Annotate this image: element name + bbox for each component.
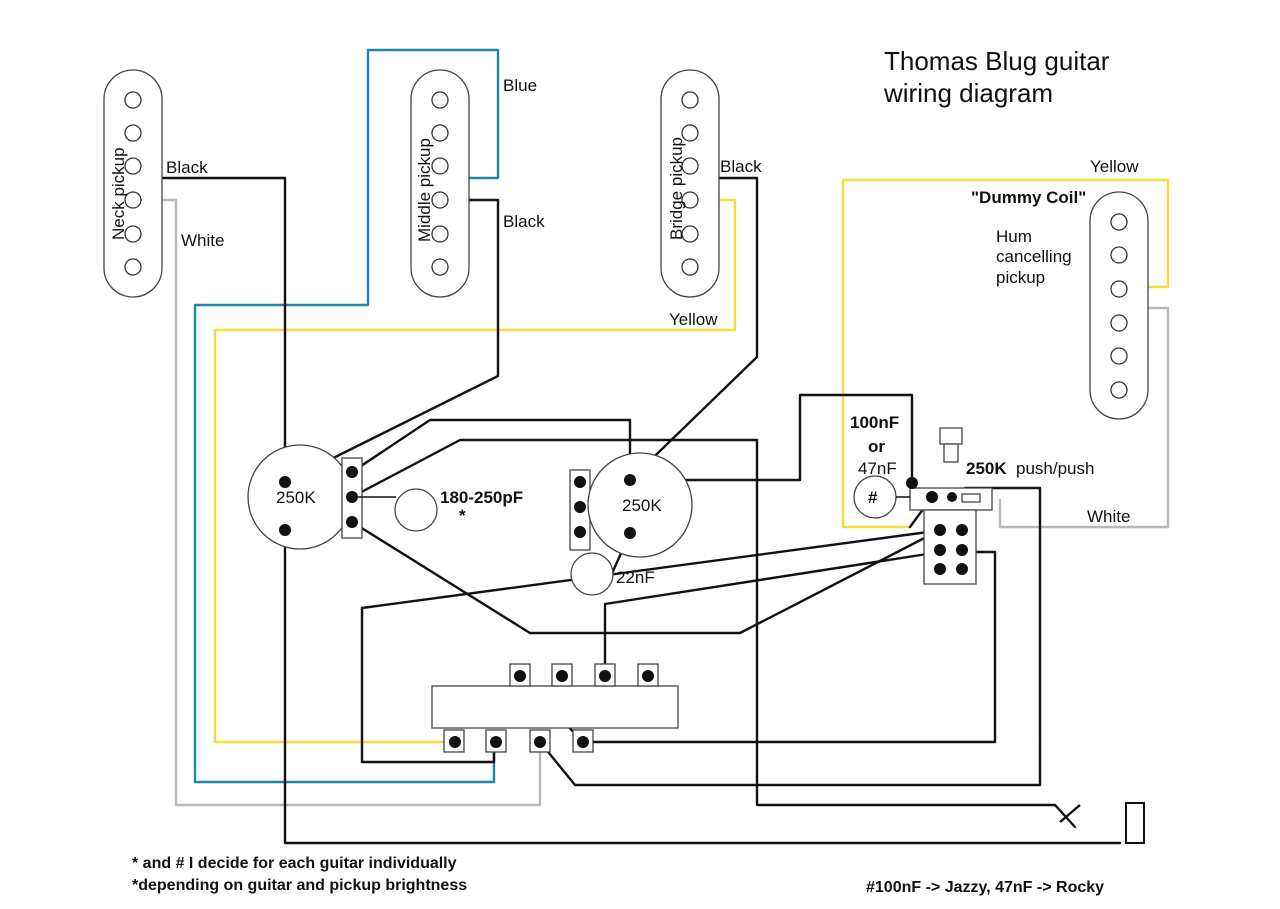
dummy-desc-line-2: cancelling <box>996 247 1072 266</box>
pushpot-desc: push/push <box>1016 459 1094 478</box>
dummy-coil-title: "Dummy Coil" <box>971 188 1086 207</box>
dummy-capacitor: # 100nF or 47nF <box>850 413 910 519</box>
dummy-desc-line-1: Hum <box>996 227 1032 246</box>
dummy-yellow-wire <box>841 178 1170 529</box>
bridge-pickup-label: Bridge pickup <box>667 137 686 240</box>
dummy-cap-value2: 47nF <box>858 459 897 478</box>
middle-blue-label: Blue <box>503 76 537 95</box>
tone-pot-value: 250K <box>622 496 662 515</box>
five-way-switch <box>431 663 679 753</box>
dummy-white-label: White <box>1087 507 1130 526</box>
dummy-coil-pickup <box>1089 191 1149 420</box>
blue-wire <box>193 48 500 784</box>
pushpot-value: 250K <box>966 459 1007 478</box>
treble-bleed-capacitor: 180-250pF * <box>352 488 523 532</box>
volume-pot-value: 250K <box>276 488 316 507</box>
bridge-yellow-wire <box>213 198 737 744</box>
bridge-black-label: Black <box>720 157 762 176</box>
dummy-cap-mark: # <box>868 488 878 507</box>
tone-capacitor: 22nF <box>570 552 655 596</box>
dummy-cap-value1: 100nF <box>850 413 899 432</box>
treble-bleed-cap-value: 180-250pF <box>440 488 523 507</box>
bridge-pickup: Bridge pickup <box>660 69 720 298</box>
neck-pickup-label: Neck pickup <box>109 147 128 240</box>
neck-black-label: Black <box>166 158 208 177</box>
output-jack <box>1059 802 1145 844</box>
title-line-1: Thomas Blug guitar <box>884 46 1110 76</box>
middle-pickup-label: Middle pickup <box>415 138 434 242</box>
tone-pot: 250K <box>569 452 693 558</box>
note-line-2: *depending on guitar and pickup brightne… <box>132 877 467 894</box>
treble-bleed-cap-mark: * <box>459 506 466 525</box>
black-wires <box>131 176 1122 845</box>
dummy-white-wire <box>998 306 1170 529</box>
dummy-yellow-label: Yellow <box>1090 157 1139 176</box>
dummy-desc-line-3: pickup <box>996 268 1045 287</box>
note-line-1: * and # I decide for each guitar individ… <box>132 855 457 872</box>
push-push-pot: 250K push/push <box>906 427 1094 585</box>
capacitor-legend: #100nF -> Jazzy, 47nF -> Rocky <box>866 879 1104 896</box>
tone-cap-value: 22nF <box>616 568 655 587</box>
dummy-cap-or: or <box>868 437 885 456</box>
neck-pickup: Neck pickup <box>103 69 163 298</box>
middle-pickup: Middle pickup <box>410 69 470 298</box>
volume-pot: 250K <box>247 444 363 550</box>
bridge-yellow-label: Yellow <box>669 310 718 329</box>
middle-black-label: Black <box>503 212 545 231</box>
title-line-2: wiring diagram <box>883 78 1053 108</box>
neck-white-label: White <box>181 231 224 250</box>
